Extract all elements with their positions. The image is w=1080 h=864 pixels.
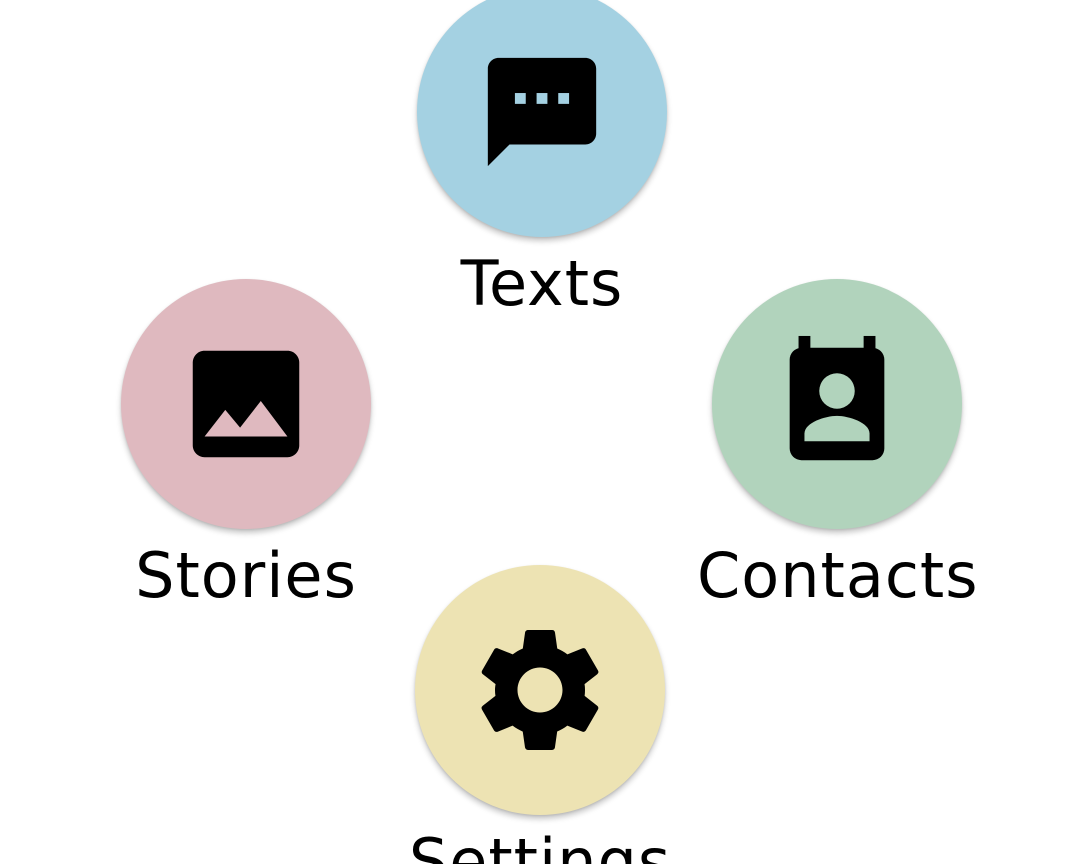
message-icon: [487, 57, 597, 167]
menu-item-stories-label: Stories: [135, 539, 357, 612]
menu-item-settings-label: Settings: [408, 825, 672, 864]
menu-item-contacts-circle[interactable]: [712, 279, 962, 529]
image-icon: [192, 350, 300, 458]
menu-item-stories-circle[interactable]: [121, 279, 371, 529]
menu-item-contacts-label: Contacts: [697, 539, 979, 612]
menu-item-settings-circle[interactable]: [415, 565, 665, 815]
contacts-icon: [789, 335, 885, 461]
menu-item-contacts[interactable]: Contacts: [697, 279, 979, 619]
menu-item-texts-circle[interactable]: [417, 0, 667, 237]
menu-item-stories[interactable]: Stories: [106, 279, 386, 619]
menu-item-texts-label: Texts: [460, 247, 624, 320]
menu-item-texts[interactable]: Texts: [402, 0, 682, 327]
gear-icon: [481, 630, 599, 750]
menu-item-settings[interactable]: Settings: [400, 565, 680, 864]
